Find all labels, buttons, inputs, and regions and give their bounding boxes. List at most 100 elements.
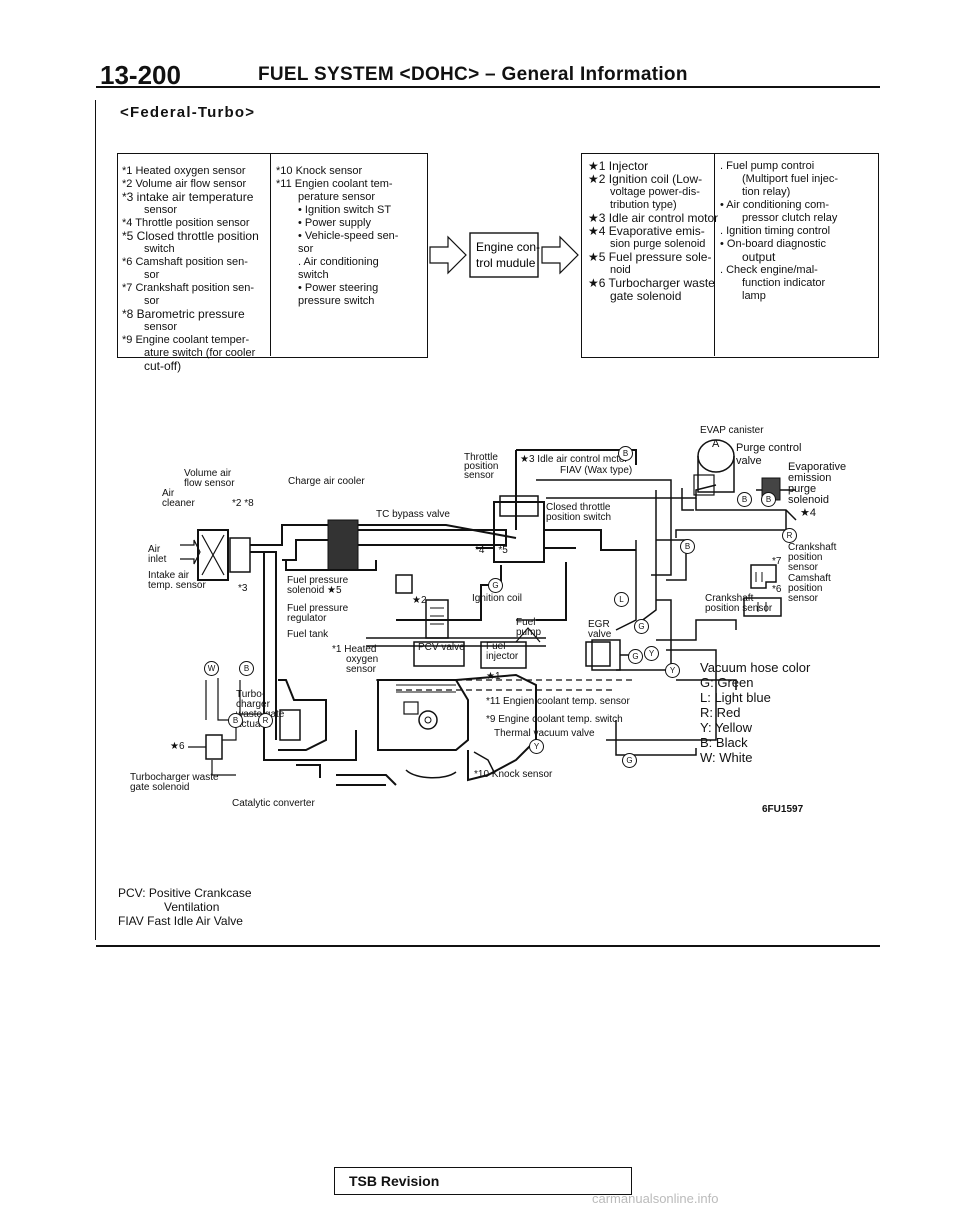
actuators-column-2: . Fuel pump controi (Multiport fuel inje… (720, 160, 838, 303)
label-line: *1 Heated (332, 644, 377, 655)
legend-item: B: Black (700, 735, 748, 750)
coolant-temp-sensor-label: *11 Engien coolant temp. sensor (486, 696, 630, 707)
label-line: Turbo- (236, 689, 266, 700)
sensor-line: • Power supply (298, 217, 371, 229)
label-line: Intake air (148, 570, 190, 581)
figure-id: 6FU1597 (762, 804, 804, 815)
label-line: purge (788, 483, 817, 495)
evap-canister-label: EVAP canister (700, 425, 764, 436)
star2-mid-label: ★2 (412, 595, 427, 606)
hose-tag: R (258, 713, 273, 728)
hose-tag: G (634, 619, 649, 634)
ecu-label-2: trol mudule (476, 256, 536, 270)
label-line: Purge control (736, 442, 802, 454)
sensor-line: *6 Camshaft position sen- (122, 256, 248, 268)
sensor-line: sensor (144, 204, 178, 216)
note-line: Ventilation (164, 900, 220, 914)
catalytic-converter-label: Catalytic converter (232, 798, 315, 809)
star2-star8-label: *2 *8 (232, 498, 254, 509)
label-line: Throttle (464, 452, 498, 463)
label-line: oxygen (346, 654, 379, 665)
actuator-line: gate solenoid (610, 289, 682, 303)
label-line: Camshaft (788, 573, 831, 584)
sensor-line: sor (144, 269, 160, 281)
actuator-line: • Air conditioning com- (720, 199, 830, 211)
label-line: regulator (287, 613, 327, 624)
label-line: Air (162, 488, 175, 499)
label-line: charger (236, 699, 270, 710)
watermark: carmanualsonline.info (592, 1191, 719, 1206)
charge-air-cooler-label: Charge air cooler (288, 476, 365, 487)
actuator-line: • On-board diagnostic (720, 238, 826, 250)
sensor-line: *3 intake air temperature (122, 190, 254, 204)
sensor-line: sensor (144, 321, 178, 333)
sensor-line: . Air conditioning (298, 256, 379, 268)
legend-item: Y: Yellow (700, 720, 753, 735)
vacuum-hose-legend: Vacuum hose color G: Green L: Light blue… (700, 660, 810, 765)
hose-tag: B (618, 446, 633, 461)
actuator-line: tribution type) (610, 199, 677, 211)
label-line: valve (588, 629, 612, 640)
label-line: emission (788, 472, 832, 484)
note-line: FIAV Fast Idle Air Valve (118, 914, 243, 928)
label-line: sensor (464, 470, 495, 481)
label-line: position (788, 583, 823, 594)
star6-left-label: ★6 (170, 741, 185, 752)
label-line: Fuel (486, 641, 506, 652)
star6-label: *6 (772, 584, 782, 595)
canister-letter: A (712, 438, 720, 450)
label-line: gate solenoid (130, 782, 190, 793)
hose-tag: B (228, 713, 243, 728)
star4-star5-label: *4 *5 (475, 545, 508, 556)
star1-right-label: ★1 (486, 671, 501, 682)
label-line: Crankshaft (788, 542, 837, 553)
label-line: Fuel (516, 617, 536, 628)
actuator-line: ★2 Ignition coil (Low- (588, 172, 703, 186)
label-line: position (788, 552, 823, 563)
label-line: position switch (546, 512, 612, 523)
ecu-block: Engine con- trol mudule (429, 232, 579, 278)
label-line: Air (148, 544, 161, 555)
thermal-vacuum-valve-label: Thermal vacuum valve (494, 728, 595, 739)
actuator-line: ★6 Turbocharger waste (588, 276, 715, 290)
sensors-column-2: *10 Knock sensor *11 Engien coolant tem-… (276, 165, 398, 308)
tc-bypass-valve-label: TC bypass valve (376, 509, 450, 520)
hose-tag: Y (665, 663, 680, 678)
sensor-line: *1 Heated oxygen sensor (122, 165, 246, 177)
label-line: pump (516, 627, 542, 638)
sensors-divider (270, 154, 271, 356)
label-line: Volume air (184, 468, 232, 479)
label-line: sensor (346, 664, 377, 675)
actuator-line: pressor clutch relay (742, 212, 838, 224)
label-line: injector (486, 651, 519, 662)
legend-item: L: Light blue (700, 690, 771, 705)
hose-tag: B (680, 539, 695, 554)
label-line: position sensor (705, 603, 773, 614)
pcv-valve-label: PCV valve (418, 642, 465, 653)
sensors-column-1: *1 Heated oxygen sensor *2 Volume air fl… (122, 165, 259, 373)
actuators-divider (714, 154, 715, 356)
sensor-line: *4 Throttle position sensor (122, 217, 250, 229)
sensor-line: *5 Closed throttle position (122, 229, 259, 243)
fiav-label: FIAV (Wax type) (560, 465, 633, 476)
actuator-line: lamp (742, 290, 766, 302)
sensor-line: *9 Engine coolant temper- (122, 334, 250, 346)
label-line: solenoid (788, 494, 829, 506)
sensor-line: *11 Engien coolant tem- (276, 178, 393, 190)
ignition-coil-label: Ignition coil (472, 593, 523, 604)
label-line: Turbocharger waste (130, 772, 219, 783)
hose-tag: B (761, 492, 776, 507)
knock-sensor-label: *10 Knock sensor (474, 769, 553, 780)
actuator-line: voltage power-dis- (610, 186, 700, 198)
actuator-line: ★1 Injector (588, 159, 649, 173)
label-line: sensor (788, 593, 819, 604)
